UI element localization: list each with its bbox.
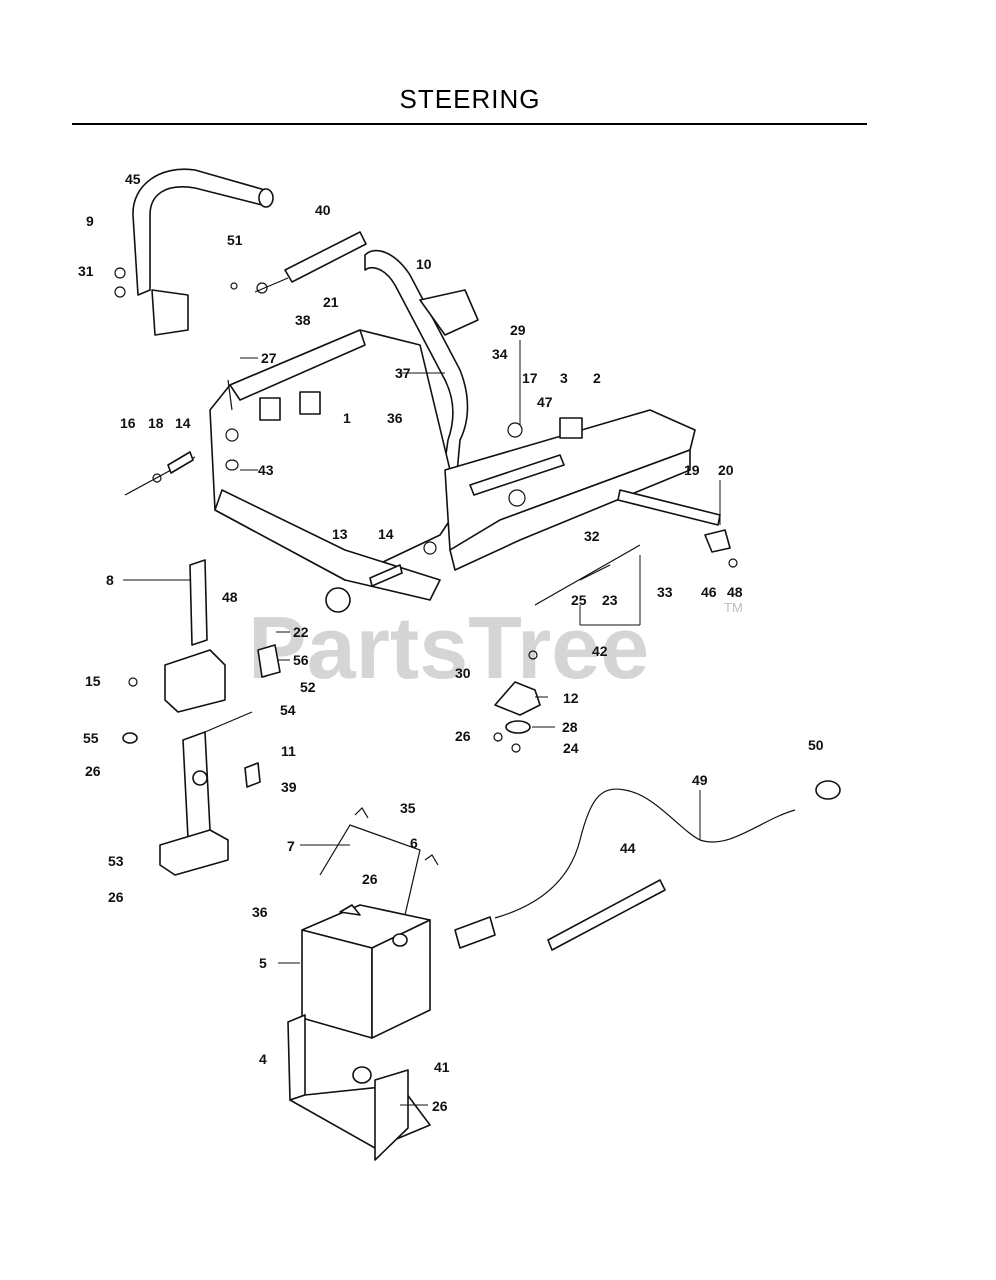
- callout-22: 22: [293, 624, 309, 640]
- callout-14b: 14: [378, 526, 394, 542]
- callout-29: 29: [510, 322, 526, 338]
- callout-19: 19: [684, 462, 700, 478]
- callout-48: 48: [222, 589, 238, 605]
- battery-tray-4: [287, 1014, 431, 1161]
- callout-43: 43: [258, 462, 274, 478]
- callout-45: 45: [125, 171, 141, 187]
- callout-40: 40: [315, 202, 331, 218]
- plate-56: [257, 644, 281, 678]
- callout-47: 47: [537, 394, 553, 410]
- callout-35: 35: [400, 800, 416, 816]
- callout-56: 56: [293, 652, 309, 668]
- title-divider: [72, 123, 867, 125]
- callout-49: 49: [692, 772, 708, 788]
- leader-lines: [123, 340, 721, 1106]
- callout-52: 52: [300, 679, 316, 695]
- steering-handle-right: [364, 249, 479, 498]
- page-title: STEERING: [399, 84, 541, 114]
- callout-21: 21: [323, 294, 339, 310]
- bolts-left: [124, 379, 403, 587]
- callout-41: 41: [434, 1059, 450, 1075]
- callout-4: 4: [259, 1051, 267, 1067]
- callout-36: 36: [387, 410, 403, 426]
- callout-39: 39: [281, 779, 297, 795]
- callout-12: 12: [563, 690, 579, 706]
- callout-26c: 26: [362, 871, 378, 887]
- callout-48b: 48: [727, 584, 743, 600]
- callout-38: 38: [295, 312, 311, 328]
- cable-49: [454, 780, 841, 949]
- callout-1: 1: [343, 410, 351, 426]
- callout-34: 34: [492, 346, 508, 362]
- callout-30: 30: [455, 665, 471, 681]
- watermark-text: PartsTree: [248, 598, 649, 697]
- callout-46: 46: [701, 584, 717, 600]
- rod-assembly-42: [534, 544, 641, 606]
- bracket-11: [122, 711, 261, 839]
- callout-7: 7: [287, 838, 295, 854]
- callout-17: 17: [522, 370, 538, 386]
- callout-10: 10: [416, 256, 432, 272]
- callout-51: 51: [227, 232, 243, 248]
- callout-26b: 26: [85, 763, 101, 779]
- callout-36b: 36: [252, 904, 268, 920]
- spring-44: [547, 879, 666, 951]
- callout-3: 3: [560, 370, 568, 386]
- callout-23: 23: [602, 592, 618, 608]
- callout-18: 18: [148, 415, 164, 431]
- callout-6: 6: [410, 835, 418, 851]
- callout-2: 2: [593, 370, 601, 386]
- bracket-8: [128, 559, 226, 713]
- callout-25: 25: [571, 592, 587, 608]
- callout-54: 54: [280, 702, 296, 718]
- callout-26d: 26: [108, 889, 124, 905]
- callout-9: 9: [86, 213, 94, 229]
- callout-42: 42: [592, 643, 608, 659]
- callout-16: 16: [120, 415, 136, 431]
- watermark-tm: TM: [724, 600, 743, 615]
- callout-26a: 26: [455, 728, 471, 744]
- callout-27: 27: [261, 350, 277, 366]
- callout-33: 33: [657, 584, 673, 600]
- steering-handle-left: [114, 168, 274, 336]
- callout-labels: 45 9 31 40 51 10 21 38 27 29 34 37 17 3 …: [78, 171, 824, 1114]
- callout-14: 14: [175, 415, 191, 431]
- callout-50: 50: [808, 737, 824, 753]
- callout-24: 24: [563, 740, 579, 756]
- callout-8: 8: [106, 572, 114, 588]
- damper-40: [230, 231, 367, 294]
- callout-20: 20: [718, 462, 734, 478]
- callout-37: 37: [395, 365, 411, 381]
- callout-31: 31: [78, 263, 94, 279]
- callout-5: 5: [259, 955, 267, 971]
- callout-13: 13: [332, 526, 348, 542]
- callout-32: 32: [584, 528, 600, 544]
- battery-5: [301, 904, 431, 1039]
- mount-53: [159, 829, 229, 876]
- callout-15: 15: [85, 673, 101, 689]
- tie-rod-linkage: [469, 417, 738, 568]
- callout-26e: 26: [432, 1098, 448, 1114]
- callout-53: 53: [108, 853, 124, 869]
- callout-11: 11: [281, 743, 296, 759]
- callout-44: 44: [620, 840, 636, 856]
- callout-55: 55: [83, 730, 99, 746]
- callout-28: 28: [562, 719, 578, 735]
- battery-hold-down: [319, 807, 439, 916]
